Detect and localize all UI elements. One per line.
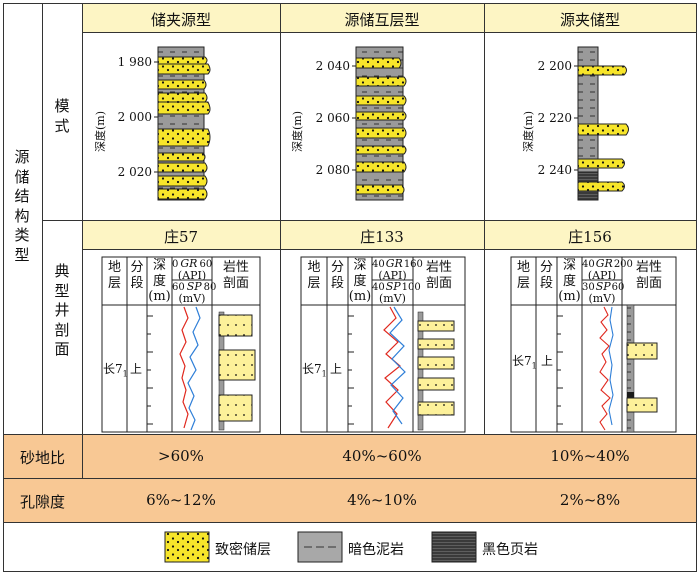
well-name-3: 庄156 [568,228,612,246]
log2-sp-header: 40SP100 (mV) [372,280,421,306]
structure-type-label: 源储结构类型 [14,148,30,264]
log2-strata-value: 长71 [302,362,327,379]
legend [164,531,477,563]
depth-tick-1-1: 2 000 [117,110,152,124]
log3-strata-header: 地层 [516,260,530,291]
type-name-3: 源夹储型 [559,11,620,29]
porosity-row [3,478,697,522]
log3-section-header: 分段 [539,260,553,291]
well-name-row [82,220,697,249]
depth-tick-1-2: 2 020 [117,165,152,179]
type-header-row [82,3,697,32]
log1-strata-header: 地层 [107,260,121,291]
black-shale-swatch [431,531,477,563]
dotted-sandstone-swatch [164,531,210,563]
well-log-2 [300,256,466,433]
log3-gr-header: 40GR200 (API) [582,257,633,283]
sand-ratio-1: >60% [158,447,204,465]
porosity-2: 4%~10% [347,491,417,509]
depth-tick-2-2: 2 080 [315,163,350,177]
log3-depth-header: 深度(m) [558,258,581,305]
log1-strata-value: 长71 [103,362,128,379]
log1-section-value: 上 [130,362,143,376]
log1-section-header: 分段 [130,260,144,291]
log3-lith-header: 岩性剖面 [635,260,662,291]
porosity-1: 6%~12% [146,491,216,509]
log1-depth-header: 深度(m) [148,258,171,305]
log3-strata-value: 长71 [512,354,537,371]
sand-ratio-label: 砂地比 [19,449,65,467]
depth-tick-3-2: 2 240 [537,163,572,177]
sand-ratio-2: 40%~60% [342,447,422,465]
depth-tick-2-0: 2 040 [315,59,350,73]
depth-axis-label-1: 深度(m) [94,110,107,152]
log1-lith-header: 岩性剖面 [222,260,249,291]
sand-ratio-3: 10%~40% [550,447,630,465]
log2-strata-header: 地层 [307,260,321,291]
porosity-3: 2%~8% [559,491,621,509]
legend-label-shale: 黑色页岩 [482,542,538,558]
depth-tick-3-0: 2 200 [537,59,572,73]
legend-label-sandstone: 致密储层 [215,542,271,558]
log2-gr-header: 40GR160 (API) [372,257,423,283]
sand-ratio-row [3,434,697,478]
depth-tick-3-1: 2 220 [537,111,572,125]
depth-tick-1-0: 1 980 [117,55,152,69]
mode-column-3 [574,46,629,201]
mode-column-1 [154,46,211,201]
type-name-2: 源储互层型 [344,11,420,29]
log2-section-value: 上 [330,362,343,376]
well-log-3 [510,256,677,433]
typical-well-label: 典型井剖面 [54,262,70,358]
log3-section-value: 上 [541,354,554,368]
well-name-1: 庄57 [163,228,199,246]
well-log-1 [101,256,261,433]
mode-label: 模式 [54,97,70,135]
depth-tick-2-1: 2 060 [315,111,350,125]
log2-section-header: 分段 [330,260,344,291]
porosity-label: 孔隙度 [19,493,65,511]
depth-axis-label-2: 深度(m) [291,110,304,152]
log2-lith-header: 岩性剖面 [425,260,452,291]
well-name-2: 庄133 [360,228,404,246]
mode-column-2 [352,46,407,201]
log2-depth-header: 深度(m) [348,258,372,305]
log3-sp-header: 30SP60 (mV) [582,280,625,306]
type-name-1: 储夹源型 [150,11,211,29]
legend-label-mudstone: 暗色泥岩 [348,542,404,558]
